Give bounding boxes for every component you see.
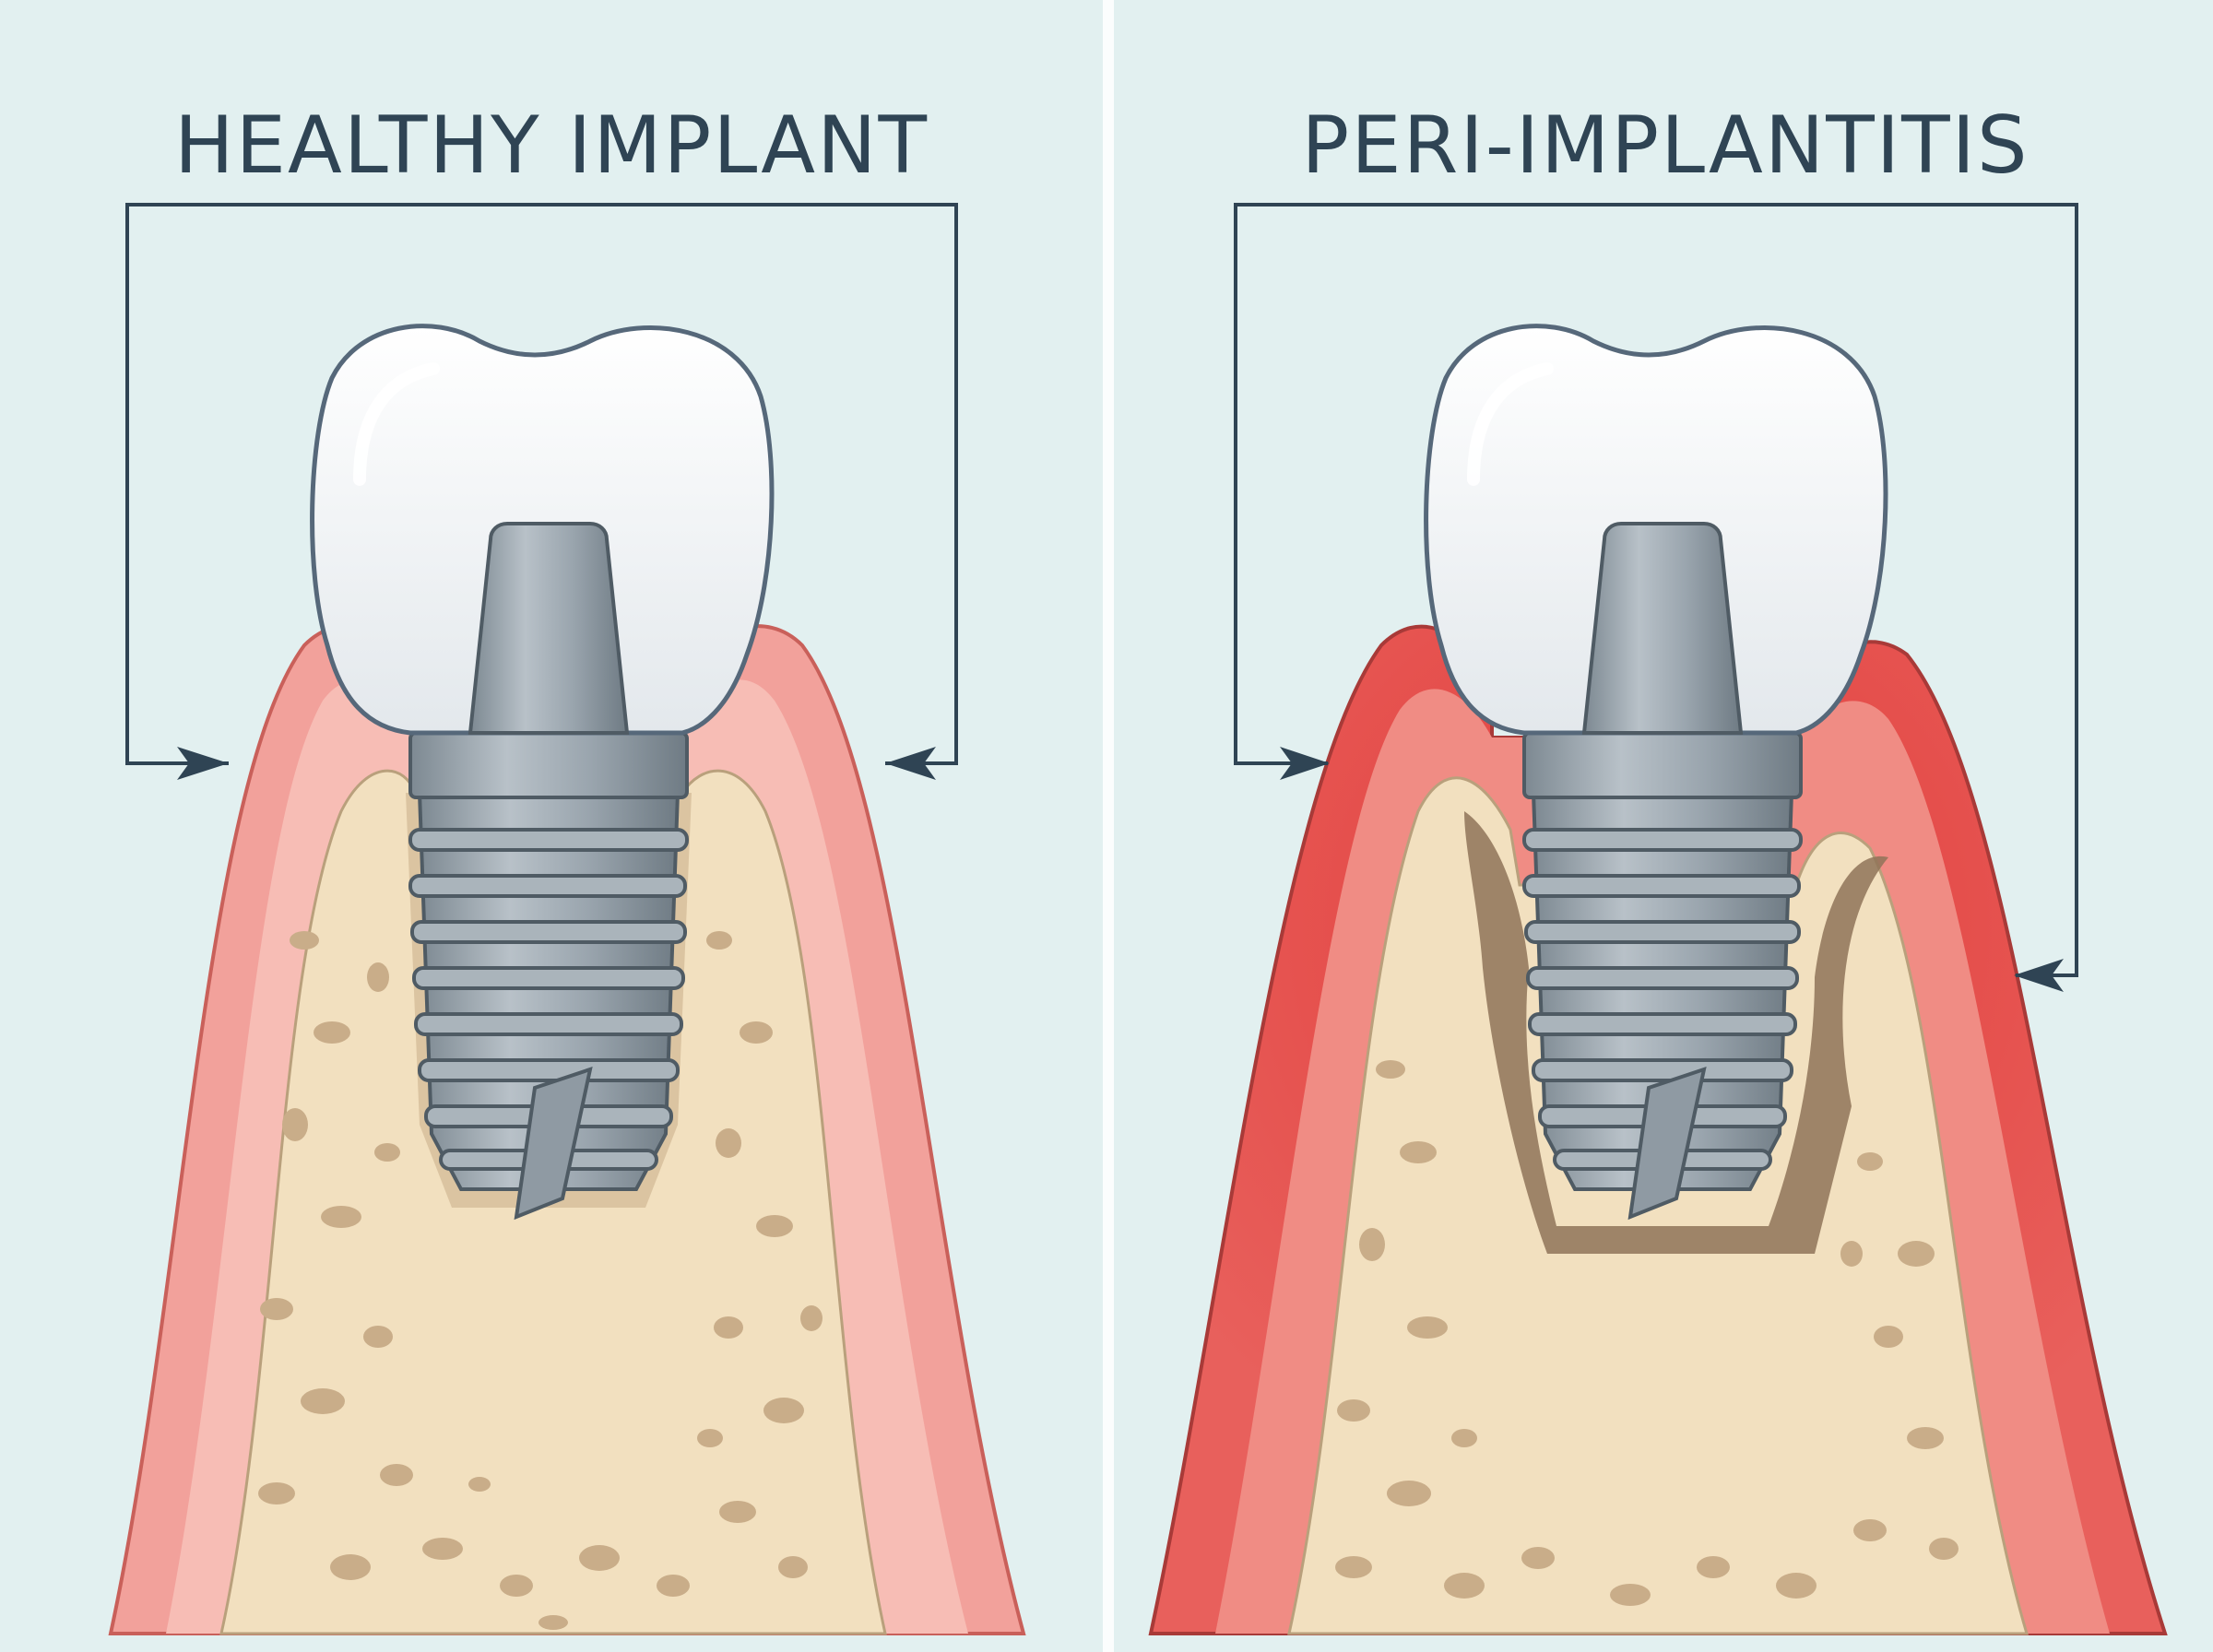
bone-pores — [258, 931, 822, 1630]
arrow-left-icon — [1280, 747, 1330, 780]
implant-collar — [408, 731, 689, 799]
arrow-right-icon — [885, 747, 936, 780]
arrow-right-icon — [2014, 959, 2064, 992]
callout-bracket — [1234, 203, 2078, 977]
abutment — [467, 522, 630, 735]
peri-implantitis-illustration — [1148, 203, 2168, 1635]
healthy-implant-illustration — [108, 203, 1026, 1635]
panel-divider — [1103, 0, 1114, 1652]
implant-fixture — [408, 791, 689, 1221]
abutment — [1581, 522, 1744, 735]
panel-healthy-implant: HEALTHY IMPLANT — [0, 0, 1103, 1652]
callout-bracket — [125, 203, 958, 765]
panel-title-healthy: HEALTHY IMPLANT — [174, 100, 929, 192]
panel-peri-implantitis: PERI-IMPLANTITIS — [1114, 0, 2213, 1652]
arrow-left-icon — [177, 747, 229, 780]
bone-pores — [1335, 1060, 1959, 1606]
implant-collar — [1522, 731, 1803, 799]
panel-title-peri-implantitis: PERI-IMPLANTITIS — [1301, 100, 2030, 192]
implant-fixture — [1522, 791, 1803, 1221]
